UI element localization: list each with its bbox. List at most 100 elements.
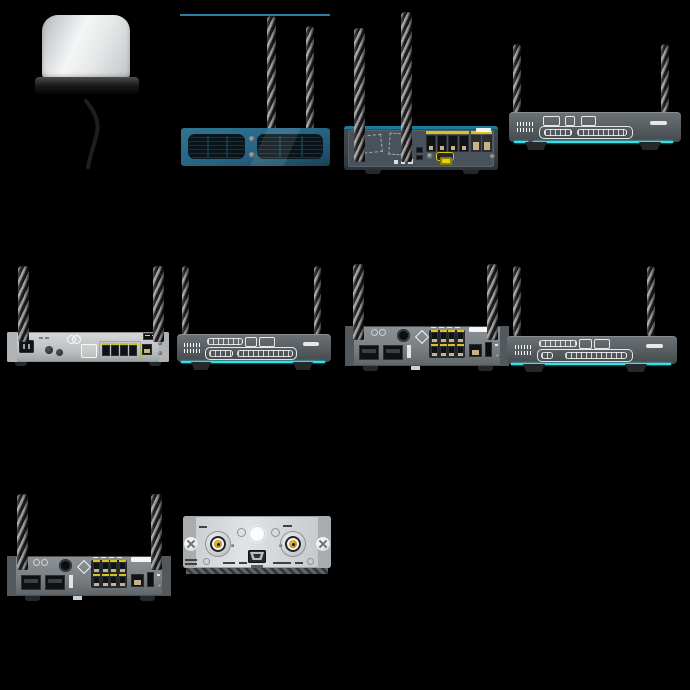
antenna-icon	[513, 44, 521, 114]
antenna-icon	[267, 16, 276, 130]
console-port-outline	[81, 344, 97, 358]
tab-icon	[411, 366, 420, 370]
connector-icon	[45, 346, 53, 354]
tile-router-rear-8lan-2[interactable]	[5, 490, 173, 602]
glyph-icon	[72, 335, 81, 344]
led-ticks-icon	[544, 129, 572, 136]
antenna-icon	[151, 494, 162, 570]
port-outline-icon	[245, 337, 257, 347]
model-label	[646, 344, 663, 348]
warning-badge-icon	[440, 157, 452, 165]
wan-port-icon	[471, 135, 481, 152]
led-panel-outline	[539, 126, 633, 139]
port-outline-icon	[565, 116, 575, 126]
antenna-icon	[314, 266, 321, 336]
x-screw-icon	[316, 537, 330, 551]
antenna-icon	[647, 266, 655, 336]
screw-icon	[158, 584, 162, 588]
brand-logo-icon	[184, 343, 200, 347]
led-ticks-icon	[237, 350, 293, 357]
antenna-icon	[354, 28, 365, 162]
port-outline-icon	[543, 116, 560, 126]
led-ticks-icon	[565, 352, 627, 359]
brand-logo-icon	[515, 351, 531, 355]
screw-icon	[158, 341, 162, 345]
model-label	[131, 557, 155, 562]
sfp-port-icon	[45, 575, 65, 590]
screw-icon	[427, 153, 433, 159]
brand-logo-icon	[517, 122, 533, 126]
tile-router-front-3[interactable]	[507, 262, 687, 372]
sfp-port-icon	[359, 345, 379, 360]
ethernet-block-outline	[99, 341, 141, 360]
coax-connector-main-icon	[206, 532, 230, 556]
led-ticks-icon	[207, 338, 243, 345]
diamond-glyph-icon	[414, 329, 430, 345]
port-outline-icon	[579, 339, 592, 349]
ethernet-port-icon	[448, 135, 458, 152]
screw-icon	[158, 351, 162, 355]
usb-port-icon	[416, 155, 423, 160]
tile-router-front-2[interactable]	[177, 262, 331, 370]
router-chassis	[177, 334, 331, 363]
router-chassis	[507, 336, 677, 365]
led-ticks-icon	[539, 340, 577, 347]
antenna-icon	[306, 26, 314, 130]
tile-module-faceplate[interactable]	[183, 514, 331, 578]
led-ticks-icon	[209, 350, 233, 357]
antenna-base-icon	[35, 77, 139, 94]
antenna-icon	[182, 266, 189, 336]
antenna-dome-icon	[42, 15, 130, 79]
tile-router-rear-4lan[interactable]	[343, 8, 499, 174]
tab-icon	[73, 596, 82, 600]
mounting-edge	[186, 568, 328, 574]
antenna-icon	[487, 264, 498, 340]
led-ticks-icon	[577, 129, 627, 136]
tile-router-front-1[interactable]	[509, 42, 681, 154]
port-outline-icon	[581, 116, 596, 126]
model-label	[650, 121, 667, 125]
tile-router-rear-8lan-1[interactable]	[343, 262, 511, 374]
port-outline-icon	[594, 339, 610, 349]
tile-dome-antenna[interactable]	[30, 5, 155, 173]
power-connector-icon	[397, 329, 410, 342]
tile-teal-router[interactable]	[178, 10, 333, 170]
ethernet-8port-block	[91, 560, 127, 588]
module-plate	[183, 516, 331, 568]
id-label	[476, 128, 491, 132]
selection-indicator	[180, 14, 330, 16]
led-panel-outline	[537, 349, 633, 362]
wan-port-icon	[131, 574, 144, 587]
router-chassis	[181, 128, 330, 166]
diamond-glyph-icon	[76, 559, 92, 575]
antenna-cable-icon	[84, 99, 100, 169]
ethernet-port-icon	[459, 135, 469, 152]
brand-logo-icon	[184, 349, 200, 353]
vent-grille-icon	[257, 134, 323, 159]
screw-icon	[249, 152, 255, 158]
power-inlet-icon	[19, 340, 34, 353]
model-label	[303, 342, 319, 346]
led-panel-outline	[205, 347, 297, 360]
brand-logo-icon	[517, 128, 533, 132]
ethernet-8port-block	[429, 330, 465, 358]
tile-router-rear-light[interactable]	[5, 262, 171, 370]
power-connector-icon	[59, 559, 72, 572]
usb-port-icon	[416, 147, 423, 153]
antenna-icon	[661, 44, 669, 114]
screw-icon	[249, 136, 255, 142]
model-label	[469, 327, 493, 332]
wan-port-icon	[142, 344, 152, 355]
mini-usb-port-icon	[248, 550, 266, 563]
screw-icon	[490, 154, 495, 159]
vent-grille-icon	[188, 134, 245, 159]
router-chassis	[344, 126, 498, 170]
blank-led-icon	[249, 526, 265, 542]
antenna-icon	[513, 266, 521, 336]
router-chassis	[7, 332, 169, 362]
port-outline-icon	[259, 337, 275, 347]
coax-connector-div-icon	[281, 532, 305, 556]
ethernet-port-icon	[437, 135, 447, 152]
router-chassis	[7, 556, 171, 600]
